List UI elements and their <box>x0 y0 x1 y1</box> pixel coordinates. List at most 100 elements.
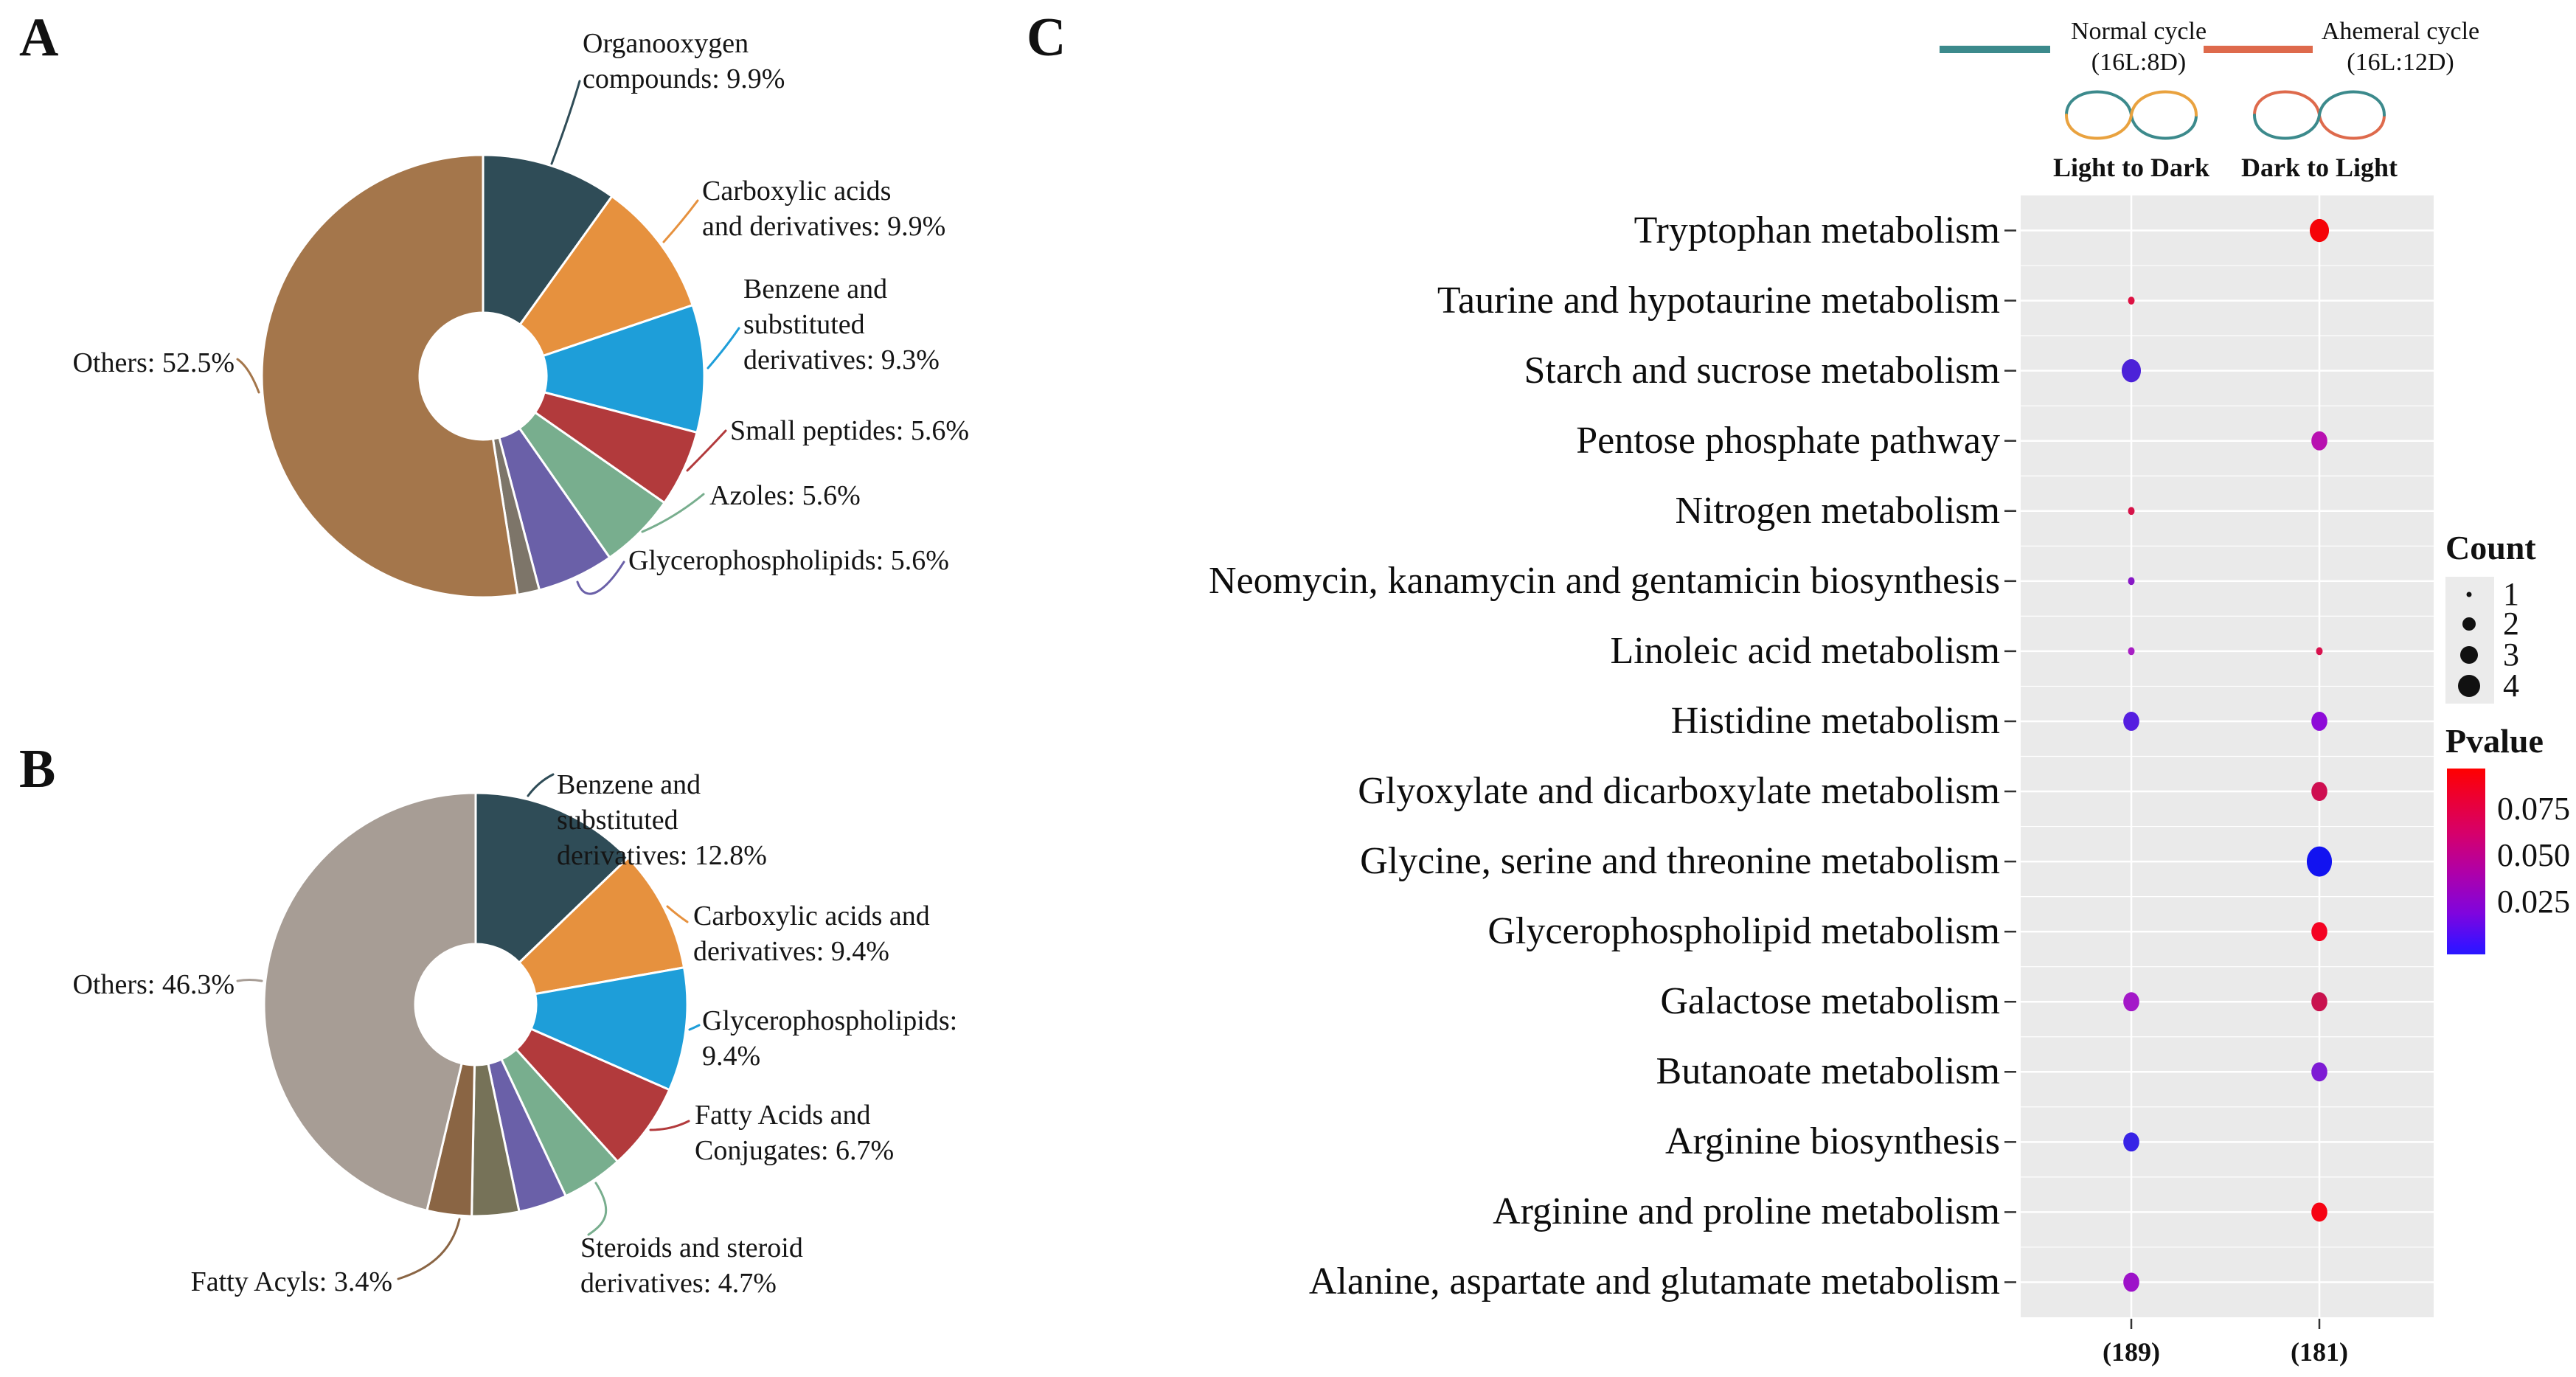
y-axis-row-label: Glycerophospholipid metabolism <box>1487 910 2000 953</box>
data-point <box>2123 1132 2139 1152</box>
pvalue-legend-title: Pvalue <box>2445 722 2544 760</box>
donut-label-line: substituted <box>557 805 678 836</box>
normal-cycle-caption: Normal cycle (16L:8D) <box>2054 16 2223 78</box>
count-legend-item-4: 4 <box>2503 667 2519 704</box>
donut-label-line: derivatives: 9.3% <box>743 344 940 375</box>
normal-cycle-label: Normal cycle <box>2070 18 2207 45</box>
donut-label-line: compounds: 9.9% <box>583 63 785 94</box>
donut-b-slice-8 <box>263 791 477 1213</box>
y-axis-row-label: Butanoate metabolism <box>1656 1050 2000 1093</box>
data-point <box>2123 992 2139 1012</box>
y-axis-row-label: Histidine metabolism <box>1670 699 2000 742</box>
donut-label-line: Organooxygen <box>583 28 749 59</box>
donut-a-label-4: Azoles: 5.6% <box>709 478 861 513</box>
y-axis-row-label: Neomycin, kanamycin and gentamicin biosy… <box>1209 559 2000 602</box>
y-axis-row-label: Linoleic acid metabolism <box>1610 629 2000 672</box>
count-legend-item-1: 1 <box>2503 576 2519 612</box>
donut-a-leader-4 <box>641 493 705 533</box>
donut-label-line: 9.4% <box>702 1041 761 1072</box>
donut-label-line: and derivatives: 9.9% <box>702 211 946 242</box>
donut-a-slice-2 <box>541 303 706 434</box>
y-axis-row-label: Tryptophan metabolism <box>1634 209 2000 252</box>
column-caption-dark-to-light: Dark to Light <box>2240 153 2398 182</box>
donut-a-leader-5 <box>576 561 625 595</box>
data-point <box>2311 1202 2327 1222</box>
data-point <box>2121 358 2142 383</box>
donut-b-label-0: Benzene and substituted derivatives: 12.8% <box>557 767 767 873</box>
donut-b-label-2: Glycerophospholipids:9.4% <box>702 1003 957 1074</box>
donut-a-leader-3 <box>686 429 727 472</box>
donut-label-line: Steroids and steroid <box>580 1232 803 1263</box>
data-point <box>2309 218 2330 243</box>
y-axis-row-label: Alanine, aspartate and glutamate metabol… <box>1308 1260 2000 1303</box>
donut-a-label-1: Carboxylic acids and derivatives: 9.9% <box>702 173 945 244</box>
donut-label-line: Others: 52.5% <box>72 347 235 378</box>
data-point <box>2128 647 2135 656</box>
y-axis-row-label: Nitrogen metabolism <box>1675 489 2000 532</box>
ahemeral-cycle-sublabel: (16L:12D) <box>2347 49 2454 76</box>
infinity-icon <box>2065 90 2198 140</box>
donut-label-line: Carboxylic acids and <box>693 901 930 932</box>
pvalue-tick-0025: 0.025 <box>2497 884 2570 920</box>
data-point <box>2311 992 2327 1012</box>
count-legend-key-dot <box>2462 617 2476 631</box>
donut-a-slice-1 <box>518 195 695 358</box>
donut-a-leader-2 <box>707 327 740 370</box>
donut-label-line: Azoles: 5.6% <box>709 480 861 511</box>
donut-b-leader-7 <box>397 1218 461 1280</box>
donut-label-line: Fatty Acids and <box>695 1100 871 1131</box>
count-legend-key-dot <box>2460 646 2478 664</box>
donut-label-line: Benzene and <box>743 274 888 305</box>
donut-b-slice-2 <box>530 966 689 1092</box>
count-legend-item-2: 2 <box>2503 606 2519 642</box>
data-point <box>2128 577 2135 586</box>
donut-a-leader-7 <box>236 358 260 394</box>
donut-b-leader-1 <box>666 905 689 923</box>
donut-label-line: Small peptides: 5.6% <box>730 415 970 446</box>
donut-a-leader-0 <box>550 80 581 165</box>
x-axis-label-181: (181) <box>2291 1337 2348 1367</box>
donut-b-leader-3 <box>649 1120 690 1131</box>
data-point <box>2311 782 2327 801</box>
donut-a-slice-7 <box>260 153 519 599</box>
ahemeral-cycle-color-bar <box>2204 46 2313 53</box>
donut-b-slice-0 <box>474 791 630 965</box>
donut-label-line: Benzene and <box>557 769 701 800</box>
pvalue-colorbar <box>2447 769 2485 954</box>
donut-b-label-8: Others: 46.3% <box>72 967 235 1002</box>
donut-label-line: Others: 46.3% <box>72 969 235 1000</box>
donut-a-label-5: Glycerophospholipids: 5.6% <box>628 543 949 578</box>
data-point <box>2311 712 2327 731</box>
y-axis-row-label: Glycine, serine and threonine metabolism <box>1360 840 2000 883</box>
pvalue-tick-0075: 0.075 <box>2497 791 2570 827</box>
normal-cycle-sublabel: (16L:8D) <box>2091 49 2187 76</box>
donut-label-line: derivatives: 12.8% <box>557 840 767 871</box>
infinity-icon <box>2253 90 2386 140</box>
donut-a-leader-1 <box>662 199 699 243</box>
donut-a-label-7: Others: 52.5% <box>72 345 235 381</box>
data-point <box>2123 1272 2139 1292</box>
x-axis-label-189: (189) <box>2103 1337 2160 1367</box>
donut-label-line: Glycerophospholipids: 5.6% <box>628 545 949 576</box>
donut-label-line: Fatty Acyls: 3.4% <box>190 1266 392 1297</box>
panel-b-letter: B <box>19 739 56 800</box>
donut-label-line: Carboxylic acids <box>702 176 892 207</box>
panel-c-letter: C <box>1027 7 1066 68</box>
donut-b-slice-1 <box>517 856 686 996</box>
ahemeral-cycle-caption: Ahemeral cycle (16L:12D) <box>2316 16 2485 78</box>
column-caption-light-to-dark: Light to Dark <box>2052 153 2209 182</box>
normal-cycle-color-bar <box>1940 46 2050 53</box>
data-point <box>2311 922 2327 942</box>
donut-a-label-3: Small peptides: 5.6% <box>730 413 969 448</box>
donut-b-leader-2 <box>688 1024 701 1031</box>
donut-b-leader-0 <box>527 773 555 797</box>
pvalue-tick-0050: 0.050 <box>2497 837 2570 873</box>
data-point <box>2123 712 2139 731</box>
y-axis-row-label: Galactose metabolism <box>1660 980 2000 1023</box>
y-axis-row-label: Glyoxylate and dicarboxylate metabolism <box>1358 770 2000 813</box>
ahemeral-cycle-label: Ahemeral cycle <box>2321 18 2480 45</box>
